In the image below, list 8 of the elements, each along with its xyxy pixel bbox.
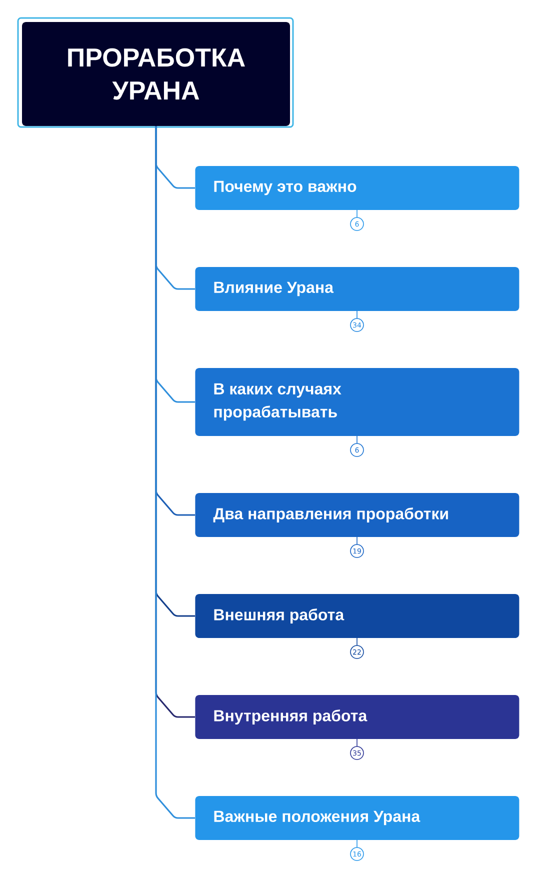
topic-box: Почему это важно: [195, 166, 520, 210]
topic-box: Важные положения Урана: [195, 796, 520, 840]
topic-box: Внутренняя работа: [195, 695, 520, 739]
topic-box: В каких случаях прорабатывать: [195, 368, 520, 436]
topic-box: Два направления проработки: [195, 493, 520, 537]
topic-box: Внешняя работа: [195, 594, 520, 638]
topic-box: Влияние Урана: [195, 267, 520, 311]
root-box: ПРОРАБОТКА УРАНА: [17, 17, 294, 128]
